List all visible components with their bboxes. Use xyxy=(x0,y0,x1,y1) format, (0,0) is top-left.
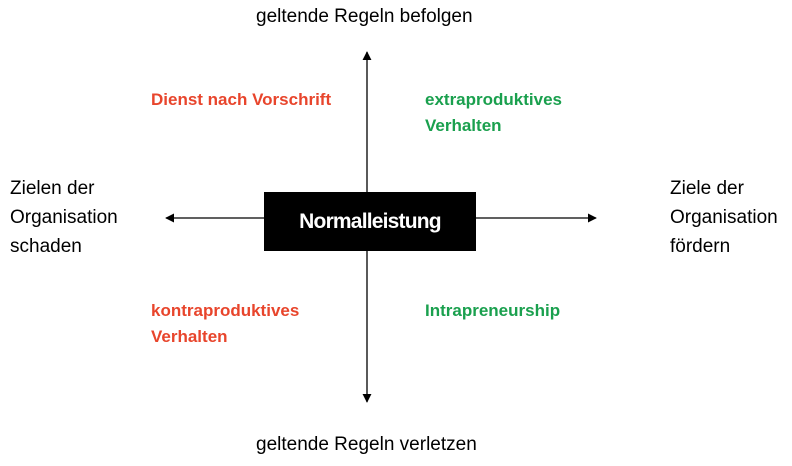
quadrant-top-left: Dienst nach Vorschrift xyxy=(151,87,331,113)
right-axis-line-2: Organisation xyxy=(670,207,778,228)
right-axis-line-3: fördern xyxy=(670,236,731,257)
quadrant-bottom-left-line-2: Verhalten xyxy=(151,327,228,346)
center-label: Normalleistung xyxy=(299,209,441,233)
quadrant-top-left-line-1: Dienst nach Vorschrift xyxy=(151,90,332,109)
quadrant-bottom-left-line-1: kontraproduktives xyxy=(151,301,300,320)
quadrant-top-right-line-1: extraproduktives xyxy=(425,90,562,109)
top-axis-label: geltende Regeln befolgen xyxy=(256,6,473,27)
quadrant-top-right-line-2: Verhalten xyxy=(425,116,502,135)
bottom-axis-label: geltende Regeln verletzen xyxy=(256,434,477,455)
left-axis-line-3: schaden xyxy=(10,236,82,257)
quadrant-bottom-right: Intrapreneurship xyxy=(425,298,560,324)
quadrant-bottom-left: kontraproduktives Verhalten xyxy=(151,298,299,350)
left-axis-line-2: Organisation xyxy=(10,207,118,228)
right-axis-line-1: Ziele der xyxy=(670,178,744,199)
right-axis-label: Ziele der Organisation fördern xyxy=(670,174,778,261)
quadrant-bottom-right-line-1: Intrapreneurship xyxy=(425,301,561,320)
quadrant-top-right: extraproduktives Verhalten xyxy=(425,87,562,139)
center-box: Normalleistung xyxy=(264,192,476,251)
left-axis-label: Zielen der Organisation schaden xyxy=(10,174,118,261)
left-axis-line-1: Zielen der xyxy=(10,178,95,199)
